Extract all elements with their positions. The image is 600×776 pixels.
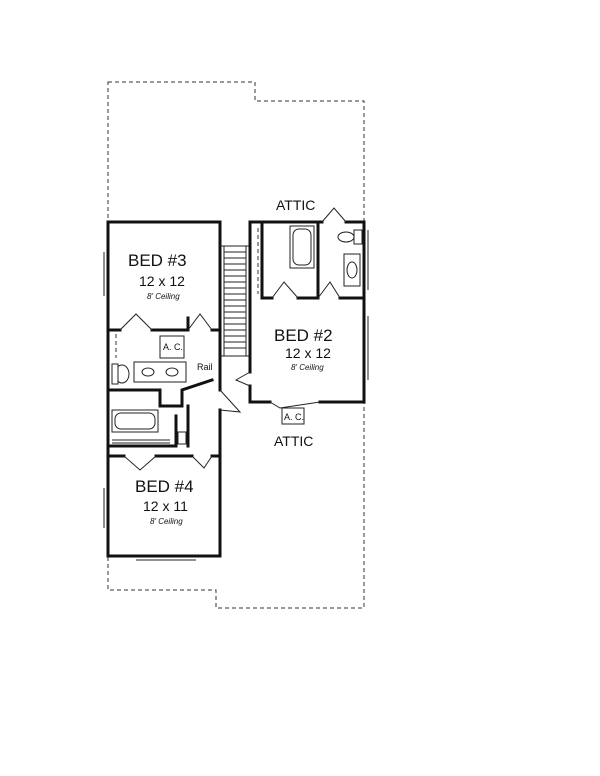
- fixtures: [111, 225, 363, 445]
- bed2-name: BED #2: [274, 326, 333, 345]
- doors: [119, 207, 347, 471]
- bed2-ceiling: 8' Ceiling: [291, 363, 324, 372]
- attic-label-top: ATTIC: [276, 197, 315, 213]
- rail-label: Rail: [197, 362, 213, 372]
- bed3-name: BED #3: [128, 251, 187, 270]
- ac-label-right: A. C.: [284, 412, 304, 422]
- bed4-size: 12 x 11: [143, 498, 188, 514]
- staircase: [223, 246, 247, 356]
- walls: [106, 220, 366, 558]
- ac-label-left: A. C.: [163, 342, 183, 352]
- bed4-ceiling: 8' Ceiling: [150, 517, 183, 526]
- bed2-size: 12 x 12: [285, 345, 331, 361]
- windows: [103, 230, 369, 561]
- attic-label-bottom: ATTIC: [274, 433, 313, 449]
- bed3-ceiling: 8' Ceiling: [147, 292, 180, 301]
- bed4-name: BED #4: [135, 477, 194, 496]
- bed3-size: 12 x 12: [139, 273, 185, 289]
